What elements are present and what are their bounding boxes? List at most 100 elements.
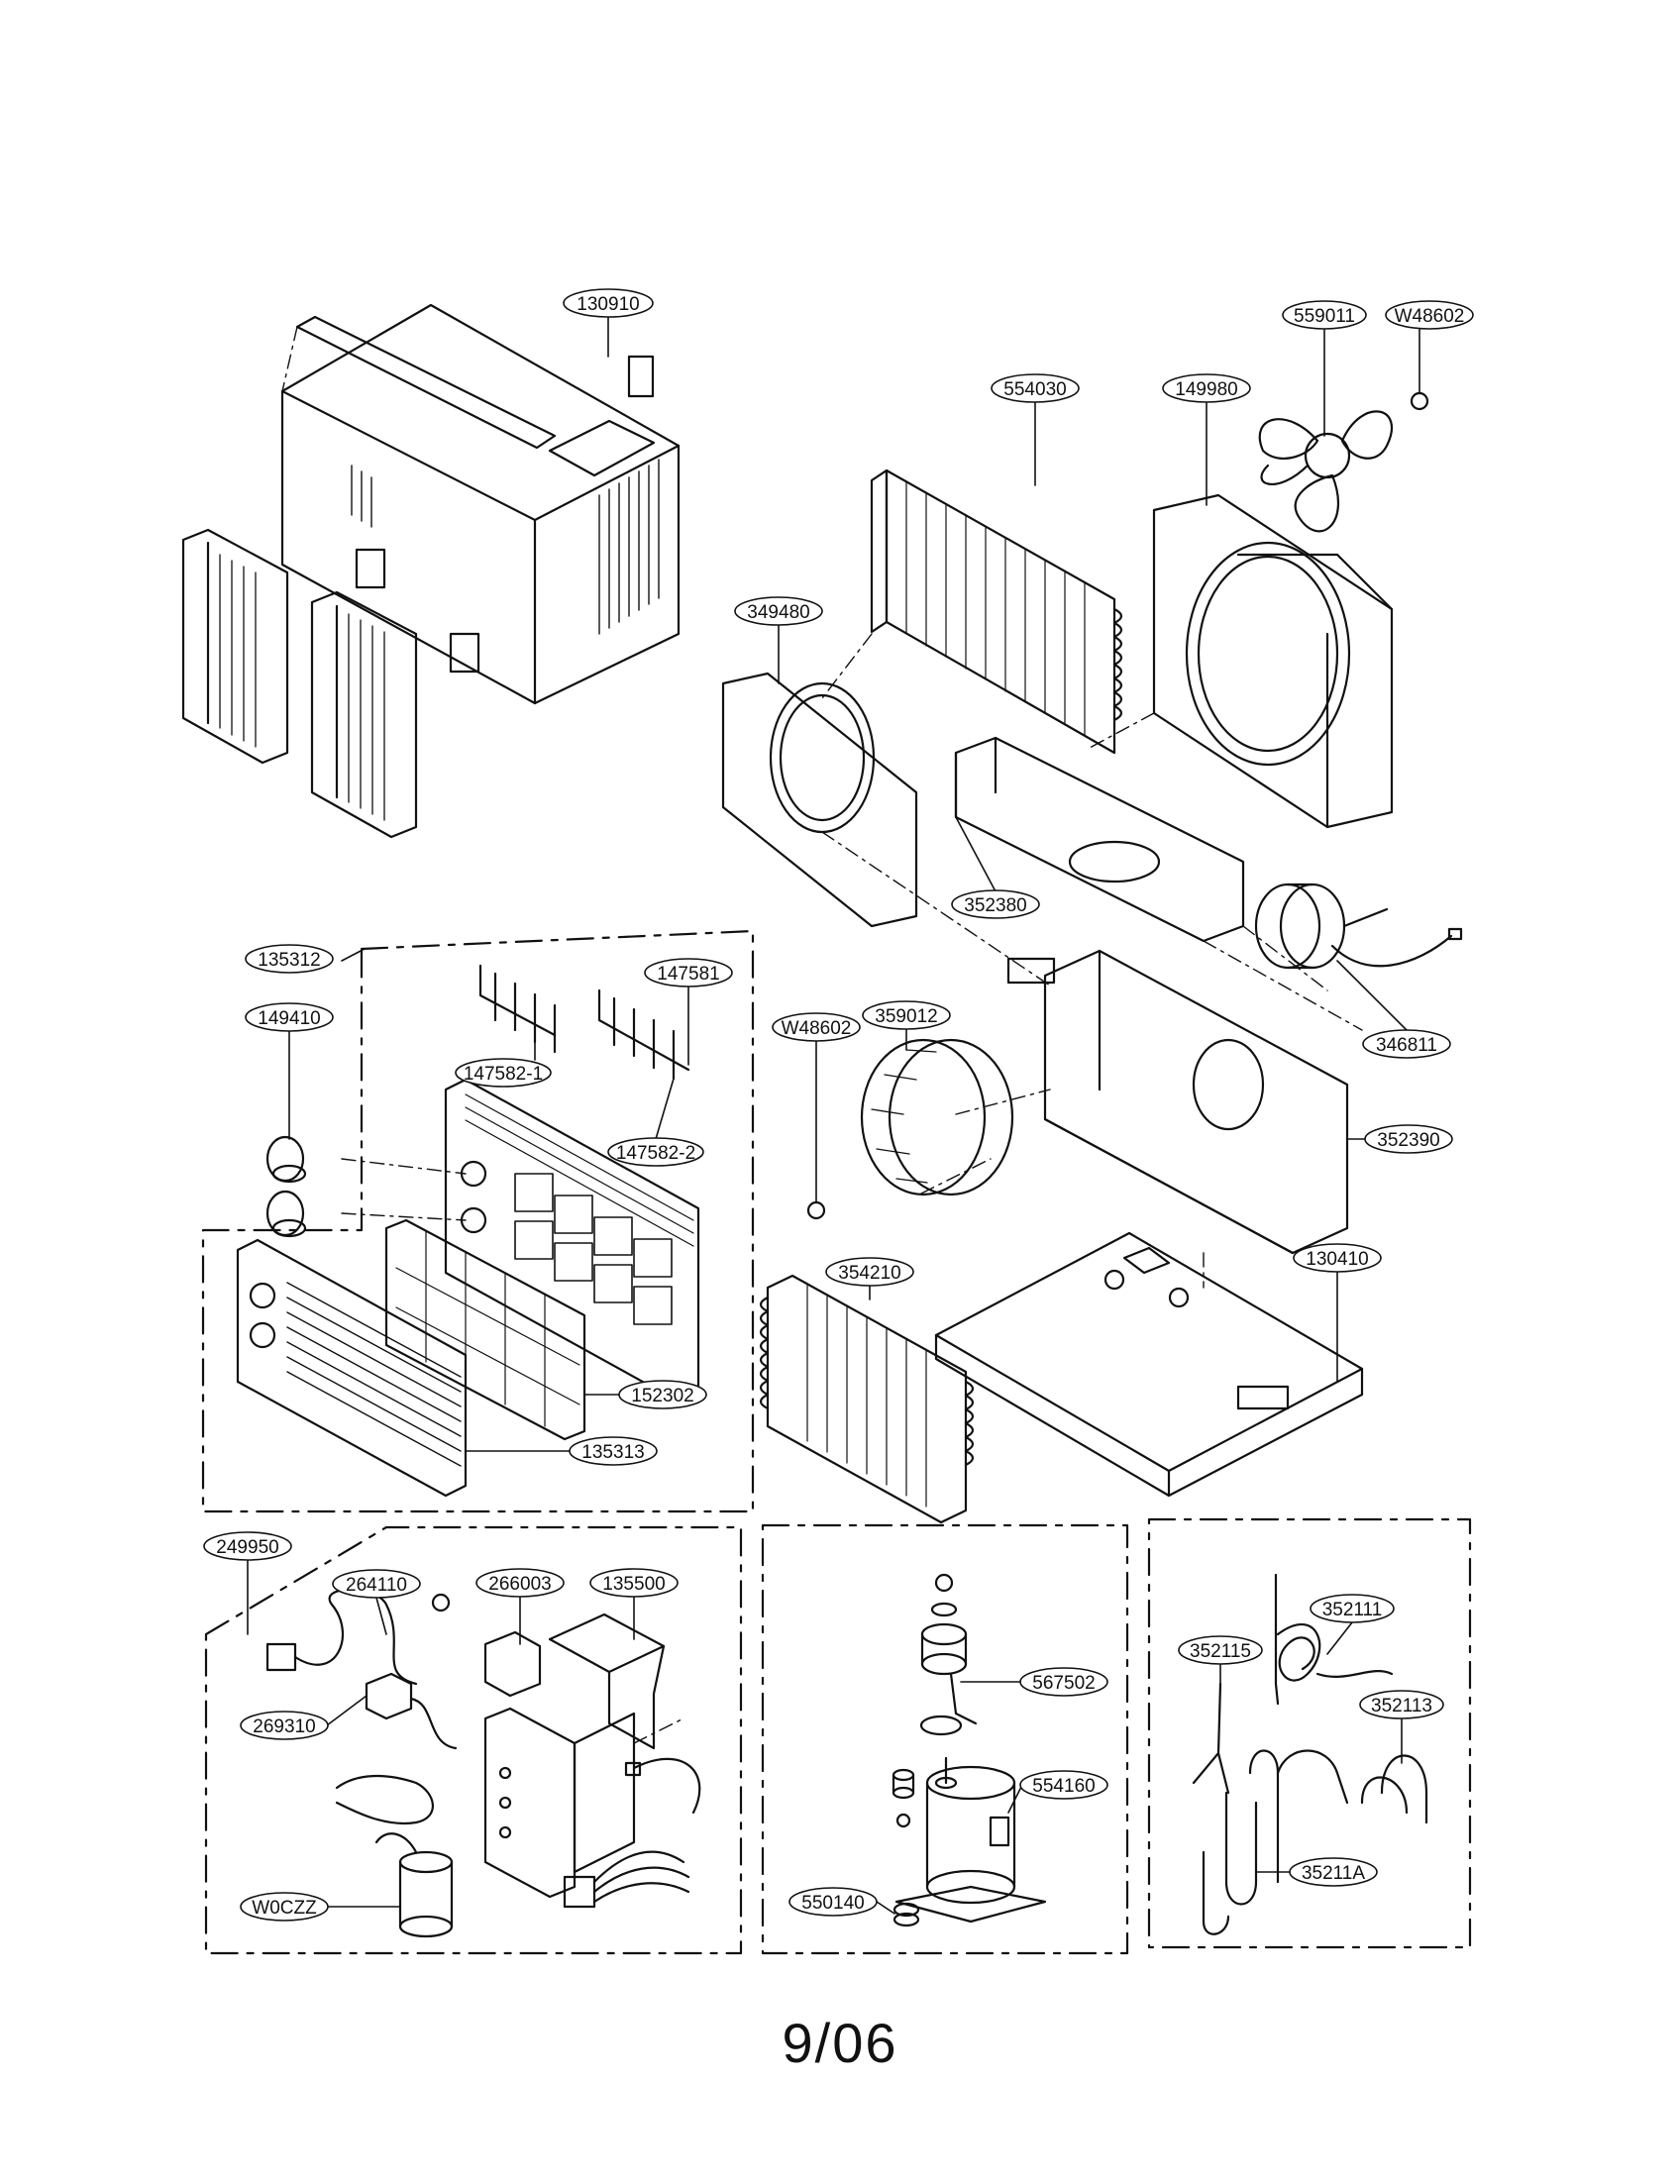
air-filter [384, 1218, 586, 1441]
electrical-section-box [204, 1525, 743, 1955]
relay [483, 1630, 542, 1698]
svg-text:346811: 346811 [1376, 1035, 1437, 1056]
svg-text:554030: 554030 [1003, 379, 1066, 400]
svg-text:W48602: W48602 [782, 1018, 852, 1039]
svg-text:349480: 349480 [747, 602, 809, 623]
callout-352390: 352390 [1364, 1124, 1453, 1154]
callout-266003: 266003 [475, 1568, 565, 1598]
svg-text:359012: 359012 [875, 1006, 937, 1027]
svg-text:554160: 554160 [1032, 1776, 1095, 1797]
svg-text:147582-1: 147582-1 [464, 1064, 543, 1085]
svg-text:147581: 147581 [657, 964, 719, 985]
svg-text:130910: 130910 [577, 294, 639, 315]
svg-text:130410: 130410 [1306, 1249, 1368, 1270]
svg-text:266003: 266003 [488, 1574, 551, 1595]
svg-text:354210: 354210 [838, 1263, 900, 1284]
grommet-lower [892, 1902, 920, 1927]
capacitor [374, 1832, 454, 1938]
side-panel-left [181, 528, 289, 765]
callout-359012: 359012 [862, 1000, 951, 1030]
svg-text:135312: 135312 [258, 950, 320, 971]
callout-147582-1: 147582-1 [455, 1058, 552, 1088]
front-grille-section-box [201, 929, 755, 1513]
compressor-section-box [761, 1523, 1129, 1955]
unit-base [934, 1231, 1364, 1498]
svg-text:W48602: W48602 [1395, 306, 1465, 327]
svg-text:269310: 269310 [253, 1716, 315, 1737]
callout-130910: 130910 [563, 288, 654, 318]
svg-text:352111: 352111 [1322, 1600, 1383, 1620]
svg-text:149410: 149410 [258, 1008, 320, 1029]
callout-352113: 352113 [1359, 1690, 1444, 1719]
svg-text:559011: 559011 [1294, 306, 1355, 327]
guide-lines [281, 326, 1363, 1744]
callout-352115: 352115 [1178, 1635, 1263, 1665]
accumulator [919, 1573, 978, 1736]
svg-text:550140: 550140 [801, 1893, 864, 1914]
callout-567502: 567502 [1019, 1667, 1108, 1697]
cabinet [280, 303, 681, 705]
callout-w0czz: W0CZZ [240, 1892, 329, 1922]
svg-text:135313: 135313 [581, 1442, 644, 1463]
louver-set-1 [478, 964, 557, 1054]
callout-352380: 352380 [951, 889, 1040, 919]
svg-text:264110: 264110 [346, 1575, 407, 1596]
fan-nut-left [806, 1200, 826, 1220]
return-tube [1360, 1754, 1428, 1824]
side-panel-right [310, 590, 418, 839]
fan-shroud [1152, 493, 1394, 829]
callout-147582-2: 147582-2 [607, 1137, 704, 1167]
control-box [483, 1707, 636, 1899]
callout-559011: 559011 [1282, 300, 1367, 330]
capillary-tube [1274, 1573, 1394, 1706]
svg-text:W0CZZ: W0CZZ [252, 1898, 317, 1919]
callout-135500: 135500 [589, 1568, 679, 1598]
svg-text:249950: 249950 [216, 1537, 278, 1558]
callout-w48602-mid: W48602 [772, 1012, 861, 1042]
svg-text:147582-2: 147582-2 [616, 1143, 695, 1164]
callout-130410: 130410 [1293, 1243, 1382, 1273]
callout-554160: 554160 [1019, 1770, 1108, 1800]
callout-147581: 147581 [644, 958, 733, 988]
evaporator-coil [759, 1274, 975, 1524]
louver-set-2 [597, 988, 690, 1081]
blower-wheel [860, 1038, 1014, 1196]
callout-349480: 349480 [734, 596, 823, 626]
barrier-panel [721, 672, 918, 928]
svg-text:149980: 149980 [1175, 379, 1237, 400]
svg-text:35211A: 35211A [1302, 1863, 1365, 1884]
svg-text:567502: 567502 [1032, 1673, 1095, 1694]
switch-harness [335, 1672, 458, 1825]
blower-housing [1006, 949, 1349, 1255]
callout-35211a: 35211A [1289, 1857, 1378, 1887]
callout-269310: 269310 [240, 1711, 329, 1740]
condenser-coil [870, 468, 1123, 755]
control-box-cover [548, 1612, 666, 1750]
callout-346811: 346811 [1362, 1029, 1451, 1059]
suction-tube [1248, 1749, 1349, 1884]
lower-tube [1202, 1850, 1230, 1935]
callout-264110: 264110 [332, 1569, 421, 1599]
condenser-fan-blade [1258, 410, 1394, 533]
callout-149410: 149410 [245, 1002, 334, 1032]
svg-text:352115: 352115 [1190, 1641, 1251, 1662]
callout-w48602-top: W48602 [1385, 300, 1474, 330]
callout-labels: 130910 559011 W48602 554030 149980 34948… [203, 288, 1474, 1922]
fan-motor [1254, 883, 1463, 970]
svg-text:352390: 352390 [1377, 1130, 1439, 1151]
callout-135312: 135312 [245, 944, 334, 974]
callout-135313: 135313 [569, 1436, 658, 1466]
callout-leaders [247, 316, 1420, 1915]
callout-149980: 149980 [1162, 373, 1251, 403]
grommet-upper [892, 1768, 915, 1828]
fan-nut-top [1410, 391, 1429, 411]
callout-354210: 354210 [825, 1257, 914, 1287]
front-grille [236, 1238, 468, 1498]
svg-text:135500: 135500 [602, 1574, 665, 1595]
callout-550140: 550140 [788, 1887, 878, 1917]
svg-text:152302: 152302 [631, 1386, 693, 1406]
callout-152302: 152302 [618, 1380, 707, 1409]
discharge-tube [1192, 1682, 1258, 1906]
page-date-footer: 9/06 [782, 2012, 898, 2074]
